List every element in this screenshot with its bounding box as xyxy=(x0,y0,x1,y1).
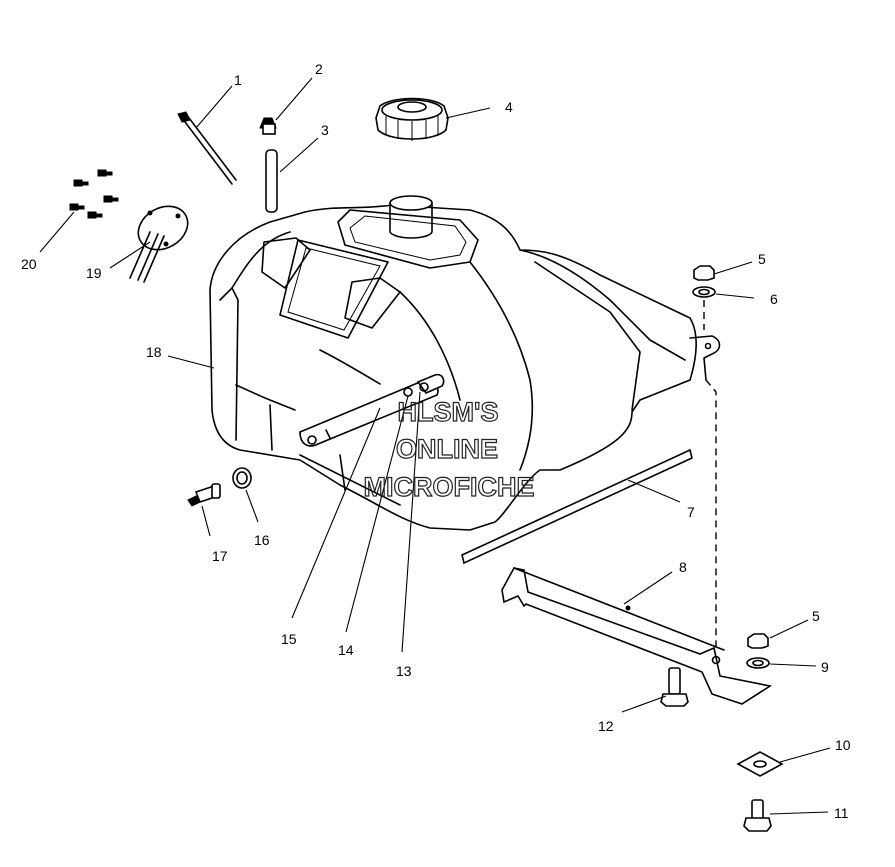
bolt-11-part[interactable] xyxy=(743,799,772,832)
fuel-pump-plate-part[interactable] xyxy=(129,198,196,283)
fuel-tank-part[interactable] xyxy=(209,204,721,531)
callout-13: 13 xyxy=(396,663,412,679)
pump-screws-part[interactable] xyxy=(69,169,119,219)
alignment-dashed-line xyxy=(703,300,717,650)
watermark-line-3: MICROFICHE xyxy=(364,472,535,502)
callout-8: 8 xyxy=(679,559,687,575)
callout-19: 19 xyxy=(86,265,102,281)
watermark: HLSM'S ONLINE MICROFICHE xyxy=(363,396,535,502)
callout-11: 11 xyxy=(834,805,849,821)
filler-neck xyxy=(389,195,433,239)
callout-5a: 5 xyxy=(758,251,766,267)
vent-hose-part[interactable] xyxy=(265,149,278,213)
rubber-pad-part[interactable] xyxy=(736,751,784,777)
bolt-12-part[interactable] xyxy=(660,667,689,707)
callout-6: 6 xyxy=(770,291,778,307)
callout-5b: 5 xyxy=(812,608,820,624)
vent-fitting-part[interactable] xyxy=(259,117,277,135)
drain-fitting-part[interactable] xyxy=(187,483,221,507)
callout-12: 12 xyxy=(598,718,614,734)
callout-labels: 1 2 3 4 5 6 7 8 5 9 10 11 12 13 14 15 16… xyxy=(21,61,851,821)
mount-bracket-part[interactable] xyxy=(501,567,773,705)
callout-7: 7 xyxy=(687,504,695,520)
callout-3: 3 xyxy=(321,122,329,138)
watermark-line-2: ONLINE xyxy=(396,434,498,464)
callout-2: 2 xyxy=(315,61,323,77)
callout-17: 17 xyxy=(212,548,228,564)
callout-16: 16 xyxy=(254,532,270,548)
callout-4: 4 xyxy=(505,99,513,115)
nut-washer-bottom-part[interactable] xyxy=(746,633,770,669)
callout-9: 9 xyxy=(821,659,829,675)
callout-14: 14 xyxy=(338,642,354,658)
callout-20: 20 xyxy=(21,256,37,272)
callout-1: 1 xyxy=(234,72,242,88)
callout-18: 18 xyxy=(146,344,162,360)
strap-pad-part[interactable] xyxy=(461,448,693,565)
nut-washer-top-part[interactable] xyxy=(692,265,716,298)
callout-10: 10 xyxy=(835,737,851,753)
watermark-line-1: HLSM'S xyxy=(398,397,499,427)
grommet-part[interactable] xyxy=(232,467,252,489)
fuel-cap-part[interactable] xyxy=(375,97,449,142)
callout-15: 15 xyxy=(281,631,297,647)
vent-line-part[interactable] xyxy=(177,111,237,185)
leader-lines xyxy=(39,77,831,815)
tank-bracket-arm-part[interactable] xyxy=(299,373,445,447)
